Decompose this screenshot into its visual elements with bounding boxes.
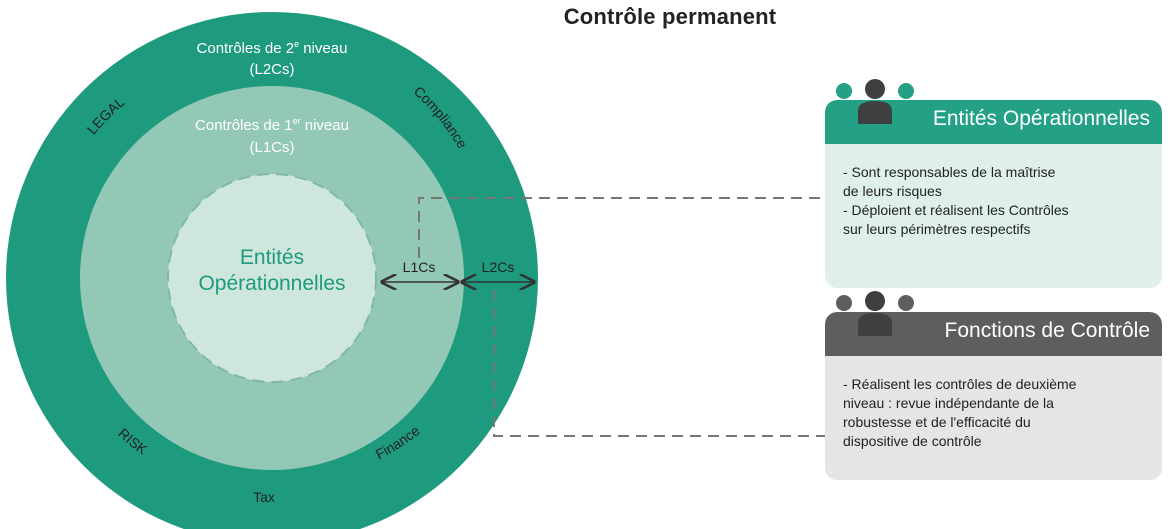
outer-ring-label: Contrôles de 2e niveau — [197, 39, 348, 57]
card-operational-line: - Sont responsables de la maîtrise — [843, 164, 1056, 180]
card-control-body: - Réalisent les contrôles de deuxième ni… — [825, 356, 1162, 450]
people-group-icon — [831, 79, 919, 124]
function-label-tax: Tax — [253, 489, 275, 505]
outer-ring-abbrev: (L2Cs) — [249, 61, 294, 78]
card-operational-entities: Entités Opérationnelles - Sont responsab… — [825, 100, 1162, 288]
page-title: Contrôle permanent — [563, 4, 777, 29]
middle-ring-label: Contrôles de 1er niveau — [195, 116, 349, 134]
l2cs-label: L2Cs — [482, 259, 515, 275]
card-control-line: - Réalisent les contrôles de deuxième — [843, 376, 1077, 392]
core-circle — [167, 173, 377, 383]
card-operational-line: - Déploient et réalisent les Contrôles — [843, 202, 1069, 218]
card-control-line: robustesse et de l'efficacité du — [843, 414, 1031, 430]
card-control-title: Fonctions de Contrôle — [944, 319, 1150, 342]
card-control-line: dispositive de contrôle — [843, 433, 982, 449]
people-group-icon — [831, 291, 919, 336]
card-operational-line: sur leurs périmètres respectifs — [843, 221, 1031, 237]
middle-ring-abbrev: (L1Cs) — [249, 139, 294, 156]
l1cs-label: L1Cs — [403, 259, 436, 275]
card-operational-title: Entités Opérationnelles — [932, 107, 1150, 130]
connector-operational — [418, 197, 825, 258]
card-operational-line: de leurs risques — [843, 183, 942, 199]
core-label-line1: Entités — [240, 246, 304, 269]
card-control-functions: Fonctions de Contrôle - Réalisent les co… — [825, 312, 1162, 480]
connector-control — [493, 290, 825, 437]
card-control-line: niveau : revue indépendante de la — [843, 395, 1054, 411]
card-operational-body: - Sont responsables de la maîtrise de le… — [825, 144, 1162, 238]
core-label-line2: Opérationnelles — [198, 272, 345, 295]
